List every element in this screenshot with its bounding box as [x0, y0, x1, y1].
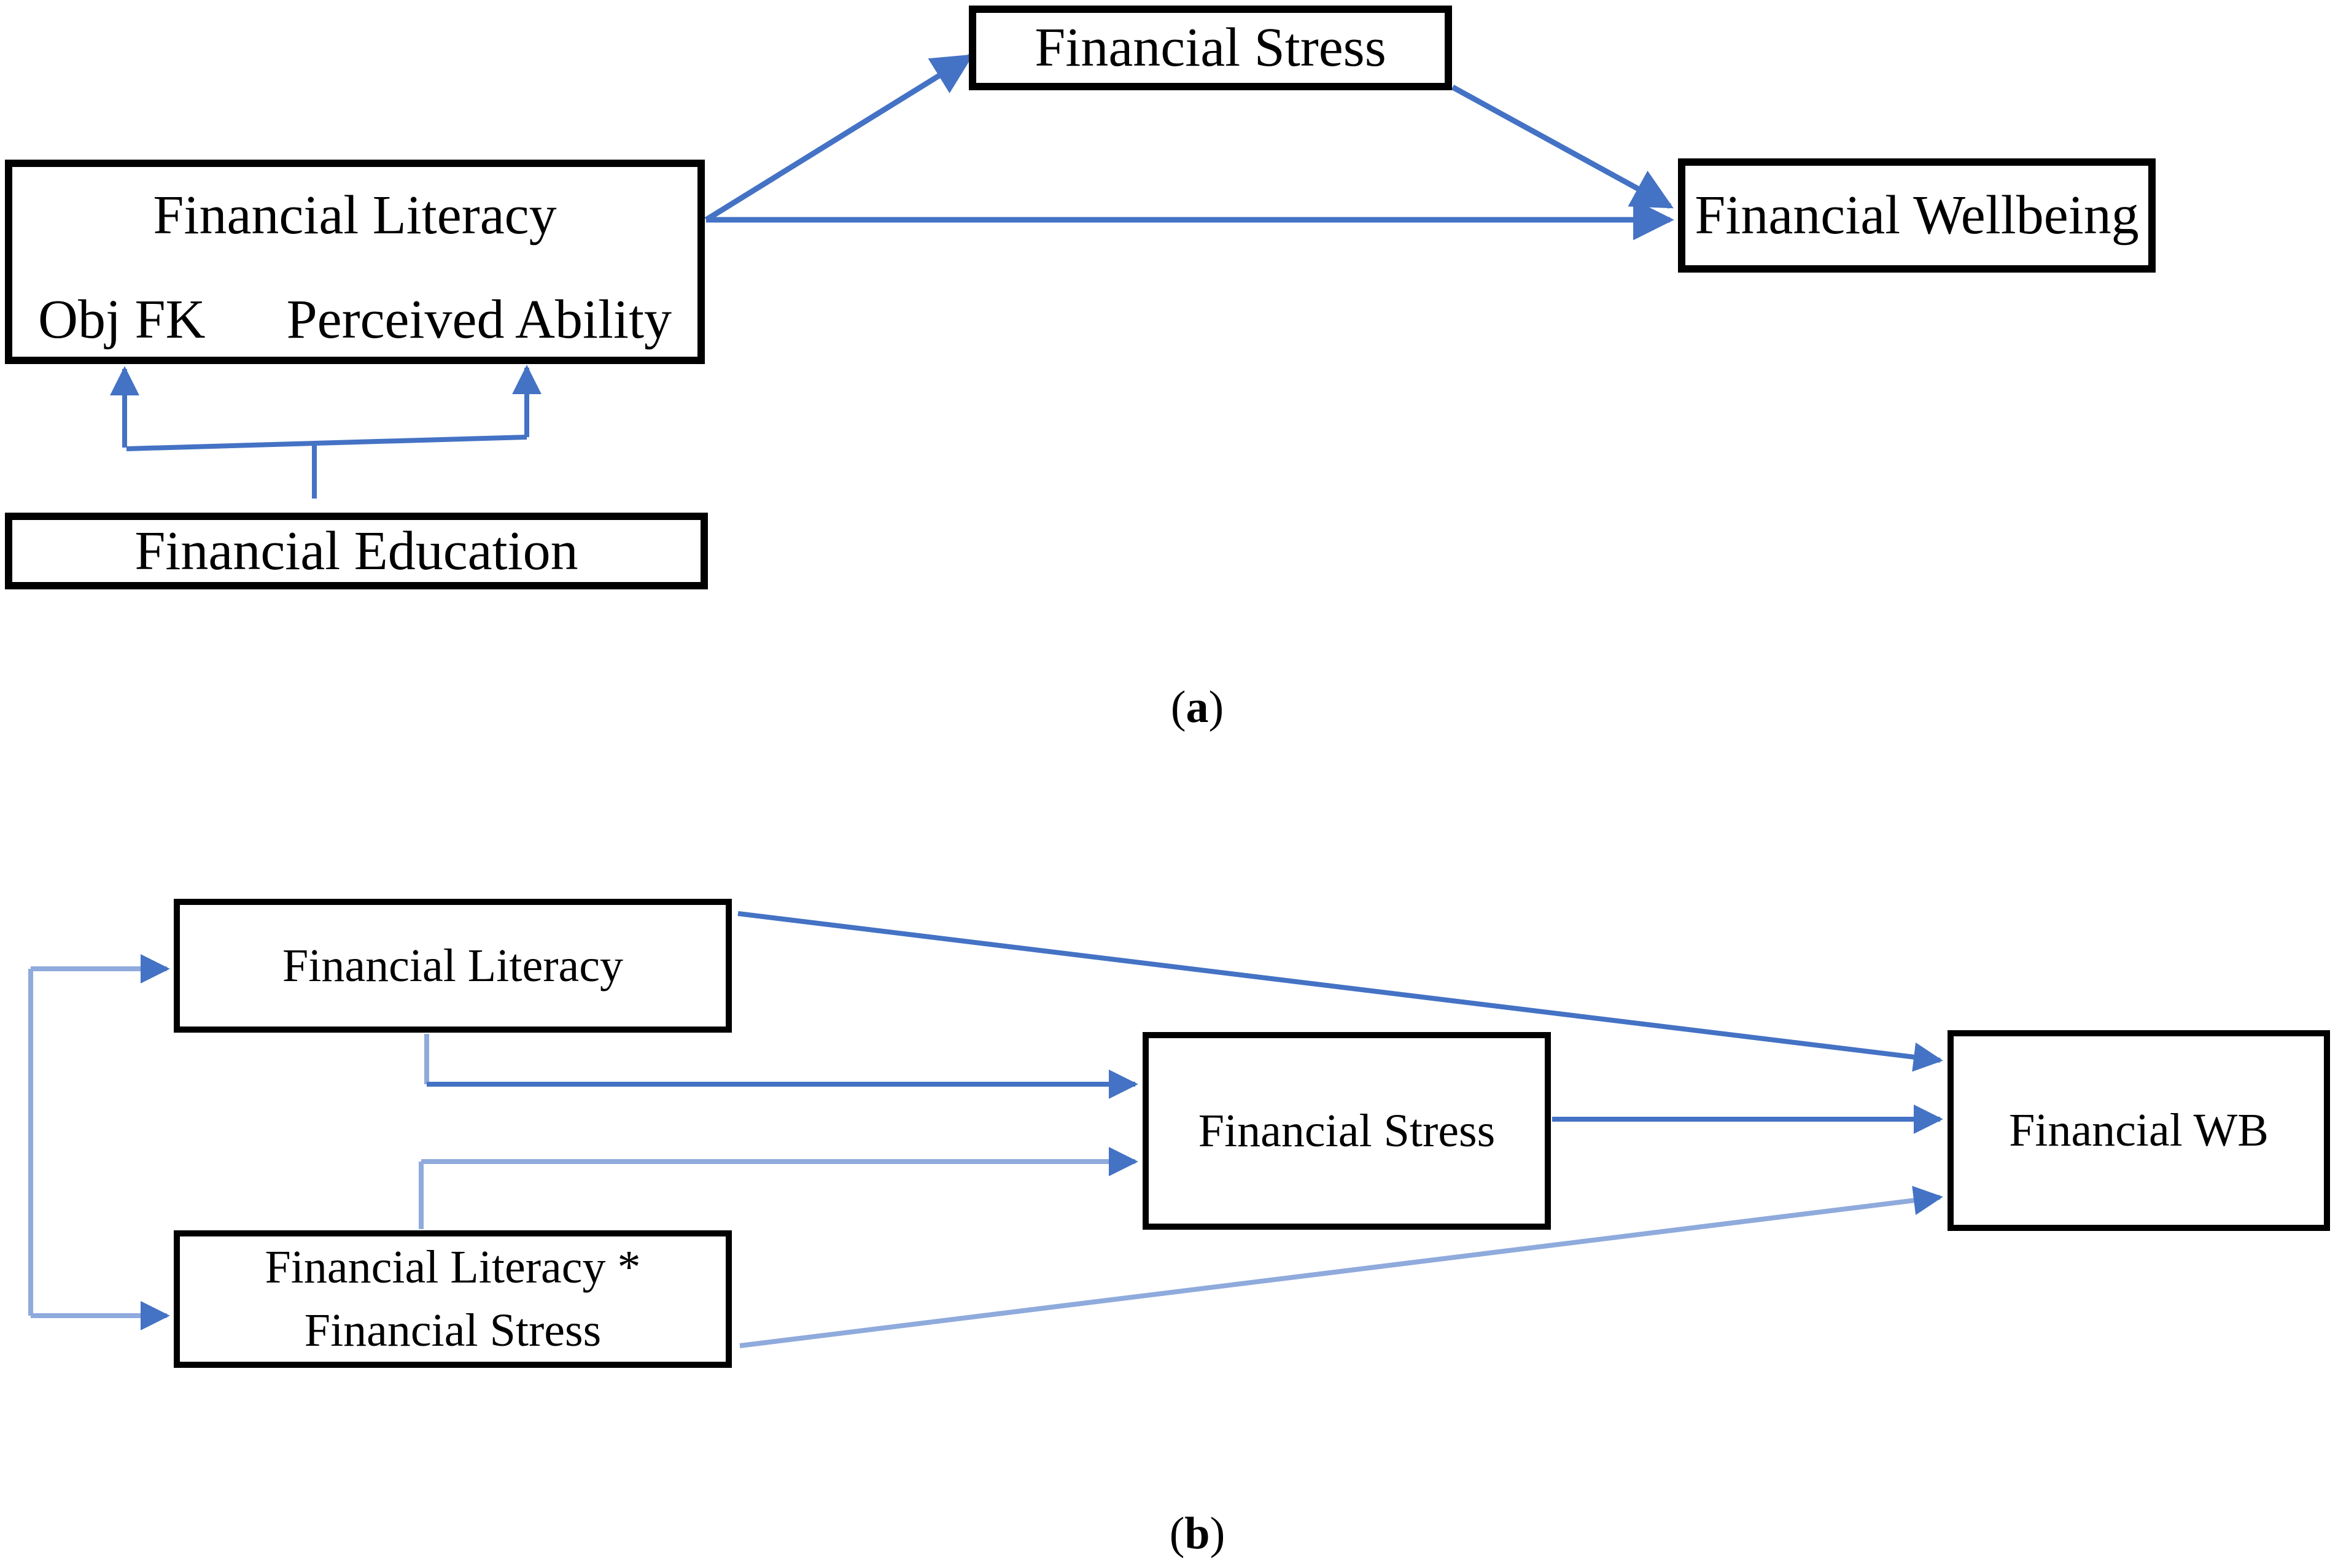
box-b-interaction-line1: Financial Literacy * — [265, 1241, 641, 1294]
arrow-a-stress-to-wellbeing — [1451, 85, 1674, 209]
box-b-financial-literacy-label: Financial Literacy — [282, 939, 623, 992]
box-b-financial-stress: Financial Stress — [1143, 1032, 1551, 1230]
panel-a-label: (a) — [1044, 682, 1351, 732]
box-a-financial-literacy: Financial Literacy Obj FK Perceived Abil… — [5, 160, 705, 364]
label-perceived-ability: Perceived Ability — [286, 289, 672, 350]
panel-a-label-close: ) — [1208, 682, 1224, 732]
box-b-financial-wb-label: Financial WB — [2009, 1104, 2269, 1157]
box-a-financial-education: Financial Education — [5, 513, 708, 589]
box-b-financial-wb: Financial WB — [1948, 1030, 2330, 1231]
box-a-financial-stress: Financial Stress — [969, 6, 1452, 90]
box-a-financial-wellbeing-label: Financial Wellbeing — [1695, 185, 2139, 246]
connector-a-education-horizontal — [126, 435, 527, 451]
box-a-financial-literacy-title: Financial Literacy — [153, 185, 557, 246]
box-a-financial-literacy-indicators: Obj FK Perceived Ability — [38, 290, 672, 349]
panel-b-label-letter: b — [1184, 1508, 1210, 1559]
box-b-interaction-line2: Financial Stress — [304, 1305, 602, 1356]
box-a-financial-education-label: Financial Education — [134, 520, 578, 581]
box-b-interaction-term: Financial Literacy * Financial Stress — [174, 1230, 732, 1368]
box-b-financial-stress-label: Financial Stress — [1198, 1104, 1496, 1157]
panel-b-label: (b) — [1044, 1508, 1351, 1559]
box-b-financial-literacy: Financial Literacy — [174, 899, 732, 1033]
label-obj-fk: Obj FK — [38, 289, 206, 350]
box-a-financial-wellbeing: Financial Wellbeing — [1678, 158, 2156, 273]
arrow-a-literacy-to-stress — [704, 54, 974, 222]
arrow-b-literacy-to-wb — [737, 911, 1943, 1072]
box-a-financial-stress-label: Financial Stress — [1035, 17, 1386, 79]
panel-a-label-letter: a — [1186, 682, 1209, 732]
panel-a-label-open: ( — [1170, 682, 1186, 732]
arrow-b-interaction-to-wb — [739, 1186, 1943, 1348]
panel-b-label-close: ) — [1210, 1508, 1225, 1559]
panel-b-label-open: ( — [1169, 1508, 1185, 1559]
